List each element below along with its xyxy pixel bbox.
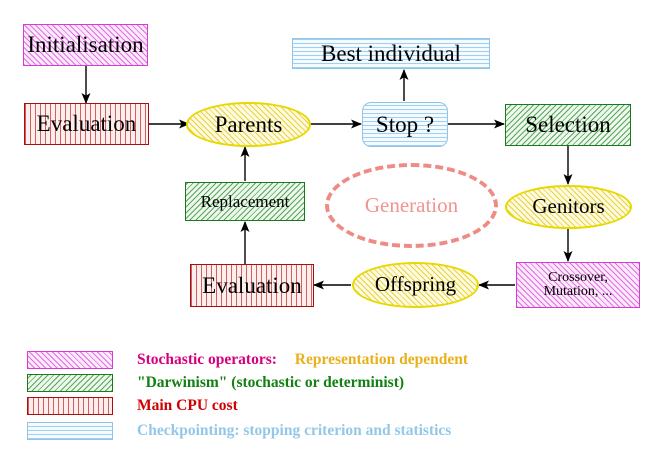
node-evaluation-bottom-label: Evaluation — [202, 272, 302, 298]
legend-label-main-cpu-cost: Main CPU cost — [137, 397, 238, 414]
legend-row-checkpointing: Checkpointing: stopping criterion and st… — [27, 420, 451, 442]
node-evaluation-top-label: Evaluation — [36, 111, 137, 137]
node-genitors-label: Genitors — [532, 194, 605, 219]
node-initialisation-label: Initialisation — [27, 32, 144, 58]
node-crossover-label-line2: Mutation, ... — [543, 284, 613, 299]
node-crossover-label-line1: Crossover, — [548, 269, 608, 285]
node-parents[interactable]: Parents — [186, 102, 311, 147]
node-crossover-mutation[interactable]: Crossover, Mutation, ... — [516, 262, 640, 308]
legend-row-darwinism: "Darwinism" (stochastic or determinist) — [27, 372, 404, 394]
legend: Stochastic operators: Representation dep… — [0, 338, 662, 458]
legend-label-darwinism: "Darwinism" (stochastic or determinist) — [137, 374, 405, 391]
legend-swatch-green-diagonal-hatch-icon — [27, 374, 113, 392]
node-offspring-label: Offspring — [374, 272, 457, 297]
node-generation-label: Generation — [364, 192, 459, 217]
legend-swatch-blue-horizontal-hatch-icon — [27, 422, 113, 440]
node-genitors[interactable]: Genitors — [505, 185, 632, 229]
node-best-individual-label: Best individual — [321, 40, 461, 66]
node-selection[interactable]: Selection — [505, 104, 631, 146]
legend-text-primary: Stochastic operators: — [137, 351, 277, 368]
legend-row-stochastic-operators: Stochastic operators: Representation dep… — [27, 349, 468, 371]
node-stop[interactable]: Stop ? — [362, 102, 448, 147]
legend-row-main-cpu-cost: Main CPU cost — [27, 395, 238, 417]
legend-label-stochastic-operators: Stochastic operators: Representation dep… — [137, 351, 468, 369]
legend-label-checkpointing: Checkpointing: stopping criterion and st… — [137, 422, 452, 439]
node-evaluation-bottom[interactable]: Evaluation — [190, 264, 314, 307]
legend-swatch-magenta-diagonal-hatch-icon — [27, 351, 113, 369]
node-best-individual[interactable]: Best individual — [292, 38, 490, 69]
node-offspring[interactable]: Offspring — [352, 262, 479, 308]
node-replacement[interactable]: Replacement — [185, 182, 305, 221]
node-selection-label: Selection — [525, 112, 611, 138]
node-stop-label: Stop ? — [375, 111, 435, 137]
legend-swatch-red-vertical-hatch-icon — [27, 397, 113, 415]
node-replacement-label: Replacement — [200, 191, 290, 211]
node-parents-label: Parents — [214, 111, 283, 137]
node-generation: Generation — [325, 163, 498, 248]
node-initialisation[interactable]: Initialisation — [23, 24, 148, 66]
legend-text-secondary: Representation dependent — [294, 351, 469, 368]
node-evaluation-top[interactable]: Evaluation — [24, 103, 149, 145]
